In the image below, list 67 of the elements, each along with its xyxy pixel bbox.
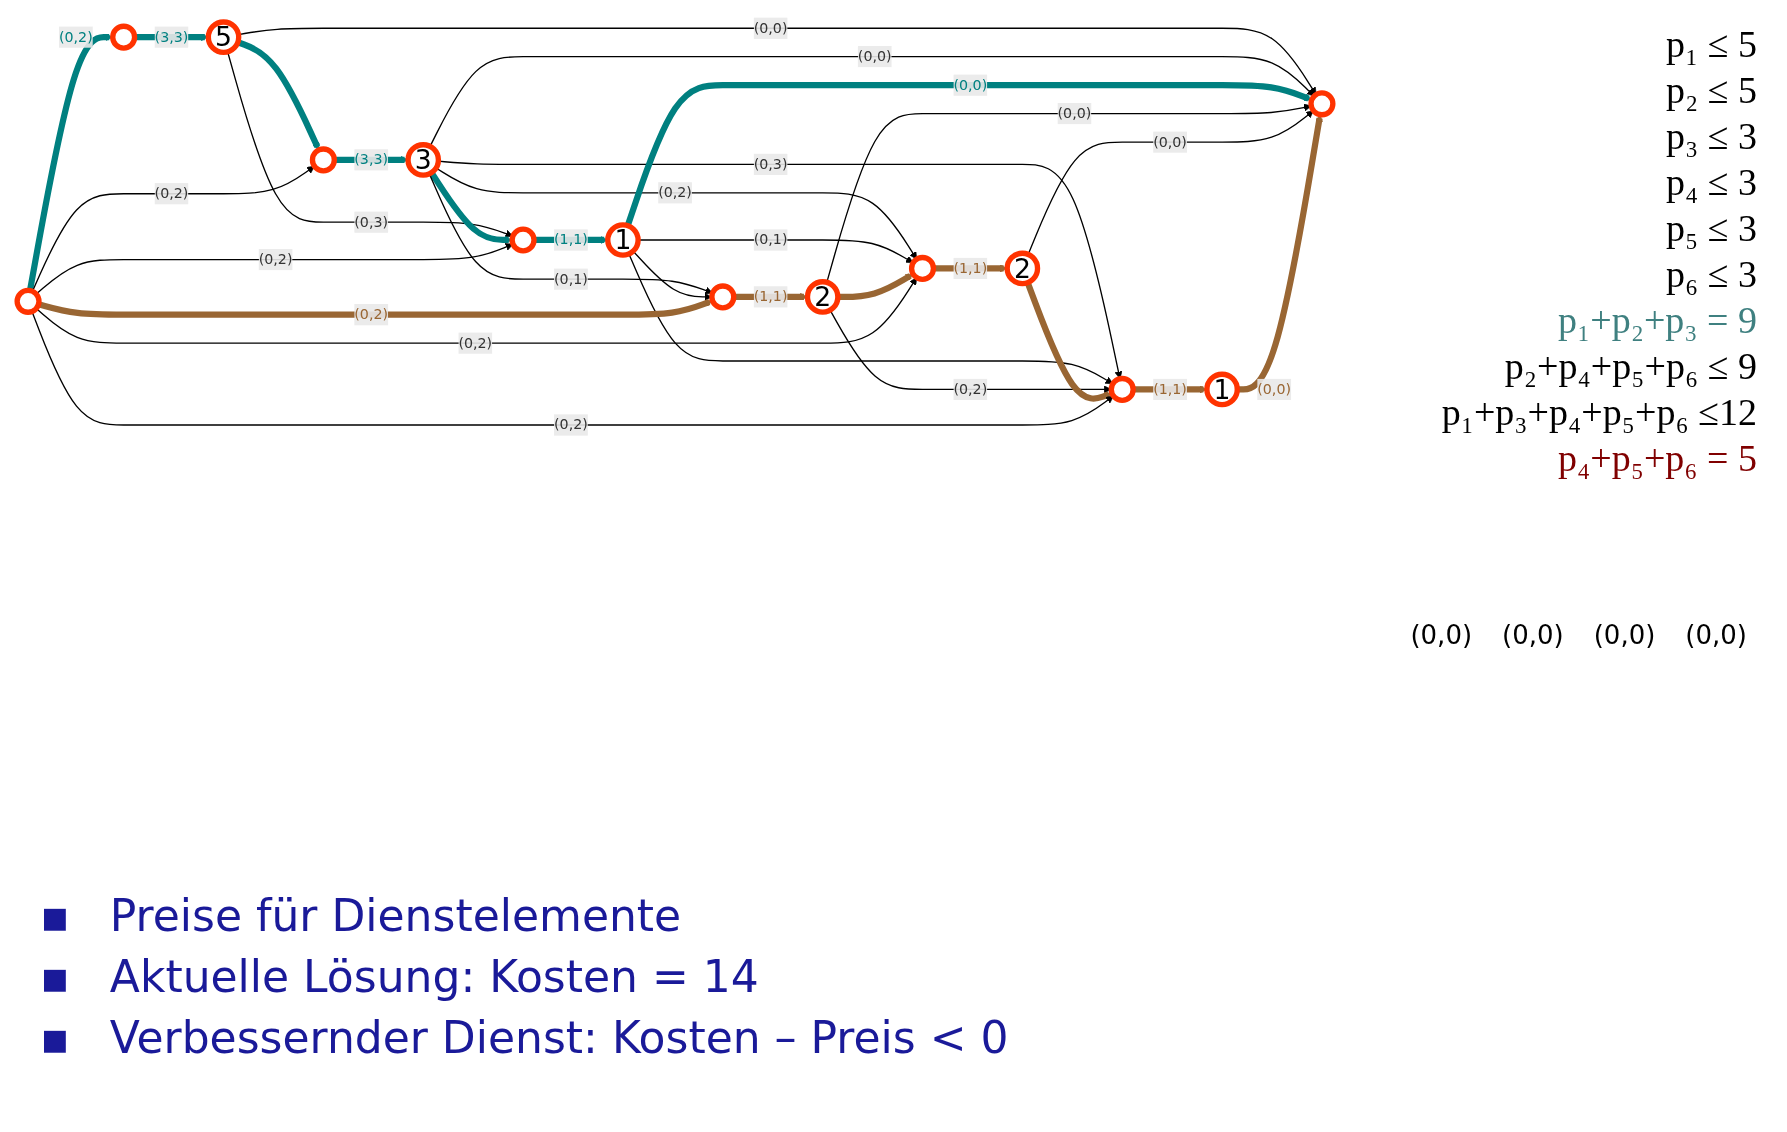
pair-label: (0,0): [1502, 620, 1564, 650]
node-circle: [205, 19, 242, 55]
edge-label: (0,1): [554, 270, 588, 288]
edge-label: (0,2): [458, 334, 493, 352]
pair-label: (0,0): [1410, 620, 1473, 650]
node-circle: [1108, 375, 1136, 403]
edge-label: (0,0): [857, 47, 892, 65]
constraint-text: p₂+p₄+p₅+p₆ ≤ 9: [1503, 344, 1757, 388]
node-circle: [14, 287, 42, 315]
edge-label: (3,3): [154, 28, 189, 46]
edge-label: (0,2): [554, 416, 588, 434]
edge-label: (0,1): [753, 231, 788, 248]
pair-label: (0,0): [1593, 620, 1656, 650]
edge-label: (1,1): [1153, 380, 1187, 398]
arrow: [1237, 114, 1323, 393]
constraint-text: p₃ ≤ 3: [1664, 114, 1757, 158]
arrow: [236, 39, 321, 151]
arrow: [826, 103, 1312, 283]
node-circle: [605, 222, 641, 258]
edge-label: (0,0): [753, 19, 788, 37]
constraint-text: p₆ ≤ 3: [1664, 252, 1757, 296]
node-circle: [110, 23, 138, 51]
edge-label: (1,1): [554, 231, 588, 248]
node-circle: [1004, 250, 1041, 287]
node-circle: [309, 146, 337, 174]
node-circle: [1204, 371, 1240, 408]
edge-label: (0,3): [753, 155, 788, 173]
bullet-marker: ▪: [40, 1012, 70, 1063]
constraint-text: p₁+p₃+p₄+p₅+p₆ ≤12: [1440, 390, 1757, 434]
edge-label: (0,0): [1153, 133, 1187, 151]
constraint-text: p₂ ≤ 5: [1664, 68, 1757, 112]
node-circle: [509, 226, 537, 254]
arrow: [31, 310, 1114, 426]
node-circle: [804, 279, 841, 315]
constraint-text: p₄+p₅+p₆ = 5: [1556, 436, 1757, 480]
graph-drawing: (0,2) (3,3) (0,3) (0,0) (0,2) (3,3) (0,1) (0,2) (0,3) (0,0) (0,2) (1,1) (0,1) (0,0) (0,2) (1,1) (0,2) (0,0) (0,2) (1,1) (0,0) (0,2) (1,1) (0,0) 5 3 1 2 2 1: [10, 10, 1340, 443]
node-circle: [405, 142, 442, 178]
arrow: [628, 253, 1114, 385]
node-circle: [709, 283, 737, 311]
edge-label: (0,2): [258, 250, 293, 268]
arrow: [837, 273, 914, 301]
edge-label: (0,3): [354, 213, 389, 231]
edge-label: (1,1): [953, 259, 988, 277]
constraint-text: p₁ ≤ 5: [1664, 22, 1757, 66]
arrow: [37, 299, 713, 318]
node-circle: [908, 254, 937, 283]
edge-label: (0,0): [1057, 104, 1092, 122]
bullet-marker: ▪: [40, 951, 70, 1002]
bullet-marker: ▪: [40, 890, 70, 941]
pair-label: (0,0): [1685, 620, 1747, 650]
edge-label: (3,3): [354, 150, 389, 168]
edge-label: (1,1): [753, 288, 788, 305]
bullet-text: Aktuelle Lösung: Kosten = 14: [109, 951, 759, 1002]
node-circle: [1308, 90, 1336, 118]
edge-label: (0,2): [58, 28, 93, 46]
edge-label: (0,2): [953, 380, 988, 398]
bullet-text: Preise für Dienstelemente: [109, 890, 682, 941]
bullet-text: Verbessernder Dienst: Kosten – Preis < 0: [109, 1012, 1009, 1063]
edge-label: (0,2): [154, 184, 189, 202]
constraint-text: p₅ ≤ 3: [1664, 206, 1757, 250]
edge-label: (0,2): [658, 183, 692, 201]
arrow: [429, 56, 1315, 147]
edge-label: (0,2): [354, 305, 389, 323]
edge-label: (0,0): [1257, 380, 1292, 398]
edge-label: (0,0): [953, 76, 988, 94]
constraint-text: p₁+p₂+p₃ = 9: [1556, 298, 1757, 342]
constraint-text: p₄ ≤ 3: [1664, 160, 1757, 204]
